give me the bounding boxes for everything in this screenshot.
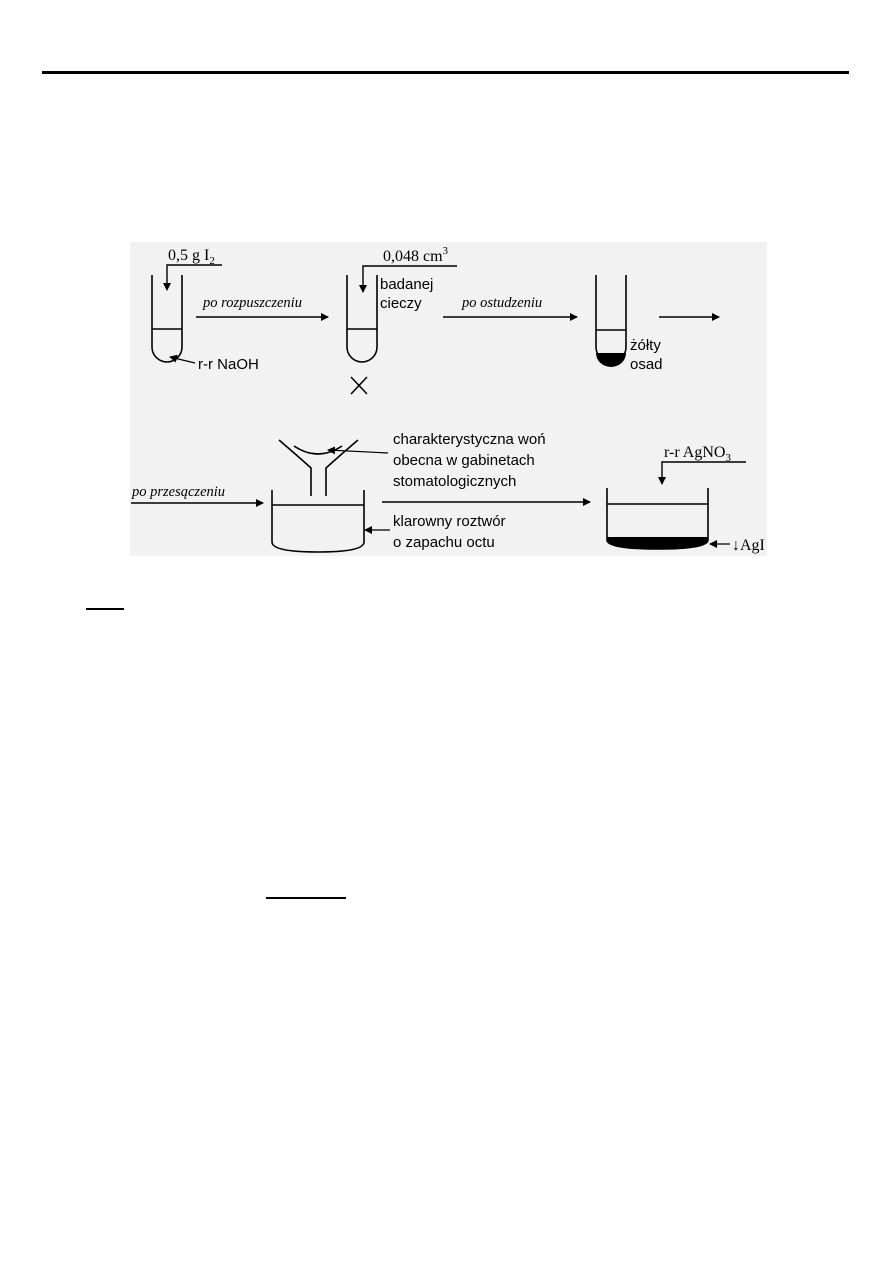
test-tube-3 <box>595 275 627 367</box>
sample-volume-label: 0,048 cm3 <box>383 245 449 265</box>
cool-step-label: po ostudzeniu <box>461 295 542 311</box>
precipitate-line1: żółty <box>630 337 661 354</box>
sample-name-line2: cieczy <box>380 295 422 312</box>
filtrate-line1: klarowny roztwór <box>393 513 506 530</box>
dissolve-step-label: po rozpuszczeniu <box>202 295 302 311</box>
filtrate-line2: o zapachu octu <box>393 534 495 551</box>
sample-name-line1: badanej <box>380 276 433 293</box>
naoh-label: r-r NaOH <box>198 356 259 373</box>
test-tube-1 <box>151 275 183 363</box>
odor-line2: obecna w gabinetach <box>393 452 535 469</box>
test-tube-2 <box>346 275 378 363</box>
precipitate-line2: osad <box>630 356 663 373</box>
beaker-silver-nitrate <box>606 488 709 550</box>
silver-nitrate-arrow <box>658 461 746 485</box>
beaker-with-funnel <box>271 490 365 553</box>
agi-label: ↓AgI <box>732 537 765 554</box>
answer-underline-2 <box>266 897 346 899</box>
odor-line1: charakterystyczna woń <box>393 431 546 448</box>
agi-precipitate <box>607 537 708 549</box>
yellow-precipitate <box>596 353 626 367</box>
filter-step-label: po przesączeniu <box>131 484 225 500</box>
odor-line3: stomatologicznych <box>393 473 516 490</box>
heating-cross-icon <box>350 376 368 395</box>
filter-funnel <box>278 439 359 496</box>
naoh-pointer <box>169 354 196 364</box>
silver-nitrate-label: r-r AgNO3 <box>664 444 731 464</box>
odor-pointer <box>327 446 389 455</box>
iodine-addition-arrow <box>163 264 222 291</box>
page-header-rule <box>42 71 849 74</box>
answer-underline-1 <box>86 608 124 610</box>
sample-addition-arrow <box>359 265 457 293</box>
iodine-label: 0,5 g I2 <box>168 247 215 267</box>
